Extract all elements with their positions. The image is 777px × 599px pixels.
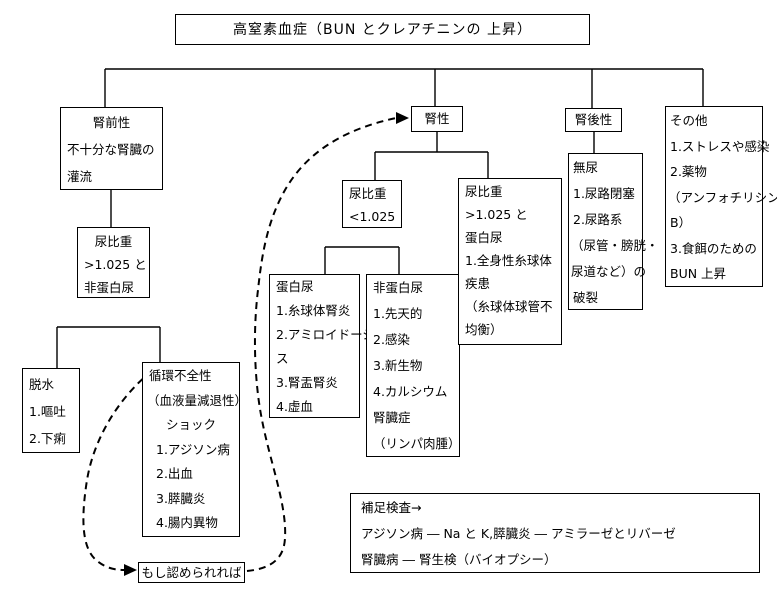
box-line: 4.虚血 bbox=[276, 399, 313, 414]
box-line: 循環不全性 bbox=[149, 368, 212, 383]
box-line: 2.感染 bbox=[373, 332, 410, 347]
dashed-curve-to-renal bbox=[246, 117, 397, 572]
prerenal-specific-gravity-box: 尿比重 >1.025 と 非蛋白尿 bbox=[77, 227, 150, 298]
box-line: アジソン病 ― Na と K,膵臓炎 ― アミラーゼとリバーゼ bbox=[361, 526, 676, 541]
box-line: 破裂 bbox=[573, 290, 599, 305]
box-line: 1.全身性糸球体 bbox=[465, 253, 552, 268]
box-line: （リンパ肉腫） bbox=[373, 436, 461, 451]
box-line: 1.嘔吐 bbox=[29, 404, 66, 419]
high-specific-gravity-proteinuria-box: 尿比重 >1.025 と 蛋白尿 1.全身性糸球体 疾患 （糸球体球管不 均衡） bbox=[458, 178, 562, 345]
arrowhead-right-icon bbox=[124, 564, 137, 576]
box-line: 尿比重 bbox=[349, 186, 387, 201]
box-label: もし認められれば bbox=[141, 564, 242, 580]
box-line: >1.025 と bbox=[465, 207, 528, 222]
box-line: ス bbox=[276, 351, 289, 366]
box-line: （尿管・膀胱・ bbox=[571, 238, 659, 253]
box-line: 3.膵臓炎 bbox=[156, 490, 206, 506]
box-line: 腎臓病 ― 腎生検（バイオプシー） bbox=[361, 552, 557, 567]
solid-connectors bbox=[56, 68, 704, 368]
box-line: ショック bbox=[165, 417, 216, 432]
box-label: 腎性 bbox=[424, 111, 450, 126]
anuria-box: 無尿 1.尿路閉塞 2.尿路系 （尿管・膀胱・ 尿道など）の 破裂 bbox=[568, 153, 659, 310]
box-line: 2.下痢 bbox=[29, 431, 66, 446]
postrenal-box: 腎後性 bbox=[565, 108, 622, 132]
box-line: B） bbox=[670, 215, 692, 230]
box-line: 尿道など）の bbox=[571, 264, 647, 279]
title-box: 高窒素血症（BUN とクレアチニンの 上昇） bbox=[175, 14, 590, 45]
box-line: <1.025 bbox=[349, 209, 396, 224]
box-line: 疾患 bbox=[465, 276, 491, 291]
box-line: 尿比重 bbox=[465, 184, 503, 199]
renal-box: 腎性 bbox=[411, 106, 463, 132]
box-line: 非蛋白尿 bbox=[373, 280, 424, 295]
box-line: 補足検査→ bbox=[361, 500, 422, 515]
box-line: 脱水 bbox=[29, 377, 55, 392]
page-title: 高窒素血症（BUN とクレアチニンの 上昇） bbox=[233, 21, 532, 38]
box-label: 腎後性 bbox=[574, 112, 613, 127]
box-line: 腎前性 bbox=[92, 115, 131, 130]
box-line: 1.先天的 bbox=[373, 306, 423, 321]
box-line: 腎臓症 bbox=[373, 410, 411, 425]
box-line: 3.新生物 bbox=[373, 358, 423, 373]
dehydration-box: 脱水 1.嘔吐 2.下痢 bbox=[22, 368, 80, 453]
box-line: 1.アジソン病 bbox=[156, 441, 230, 457]
box-line: 2.尿路系 bbox=[573, 212, 623, 227]
box-line: 1.糸球体腎炎 bbox=[276, 303, 351, 318]
dashed-curve-if-recognized bbox=[82, 370, 153, 571]
prerenal-box: 腎前性 不十分な腎臓の 灌流 bbox=[60, 107, 163, 190]
other-box: その他 1.ストレスや感染 2.薬物 （アンフォチリシン B） 3.食餌のための… bbox=[665, 106, 777, 287]
box-line: 1.尿路閉塞 bbox=[573, 186, 635, 201]
supplementary-tests-box: 補足検査→ アジソン病 ― Na と K,膵臓炎 ― アミラーゼとリバーゼ 腎臓… bbox=[350, 493, 760, 573]
box-line: 無尿 bbox=[573, 160, 599, 175]
box-line: 1.ストレスや感染 bbox=[670, 138, 770, 154]
box-line: 均衡） bbox=[465, 322, 503, 337]
arrowhead-right-icon bbox=[396, 112, 409, 124]
box-line: 2.薬物 bbox=[670, 164, 707, 179]
box-line: （血液量減退性） bbox=[147, 392, 248, 408]
box-line: （アンフォチリシン bbox=[668, 189, 777, 205]
box-line: 3.食餌のための bbox=[670, 240, 757, 256]
circulatory-failure-box: 循環不全性 （血液量減退性） ショック 1.アジソン病 2.出血 3.膵臓炎 4… bbox=[142, 362, 248, 537]
box-line: BUN 上昇 bbox=[670, 266, 727, 281]
box-line: >1.025 と bbox=[84, 257, 147, 272]
low-specific-gravity-box: 尿比重 <1.025 bbox=[342, 180, 402, 228]
box-line: （糸球体球管不 bbox=[465, 299, 553, 314]
box-line: その他 bbox=[670, 113, 708, 128]
box-line: 4.カルシウム bbox=[373, 384, 448, 399]
if-recognized-box: もし認められれば bbox=[138, 562, 245, 583]
box-line: 蛋白尿 bbox=[465, 230, 503, 245]
box-line: 3.腎盂腎炎 bbox=[276, 375, 338, 390]
non-proteinuria-box: 非蛋白尿 1.先天的 2.感染 3.新生物 4.カルシウム 腎臓症 （リンパ肉腫… bbox=[366, 274, 461, 457]
dashed-connectors bbox=[82, 117, 397, 572]
proteinuria-box: 蛋白尿 1.糸球体腎炎 2.アミロイドージ ス 3.腎盂腎炎 4.虚血 bbox=[269, 274, 375, 418]
box-line: 2.出血 bbox=[156, 466, 193, 481]
box-line: 尿比重 bbox=[94, 234, 133, 249]
box-line: 4.腸内異物 bbox=[156, 515, 218, 530]
box-line: 灌流 bbox=[67, 169, 93, 184]
box-line: 非蛋白尿 bbox=[84, 280, 135, 295]
arrowheads bbox=[124, 112, 409, 576]
box-line: 不十分な腎臓の bbox=[67, 142, 155, 157]
box-line: 蛋白尿 bbox=[276, 279, 314, 294]
box-line: 2.アミロイドージ bbox=[276, 327, 375, 342]
